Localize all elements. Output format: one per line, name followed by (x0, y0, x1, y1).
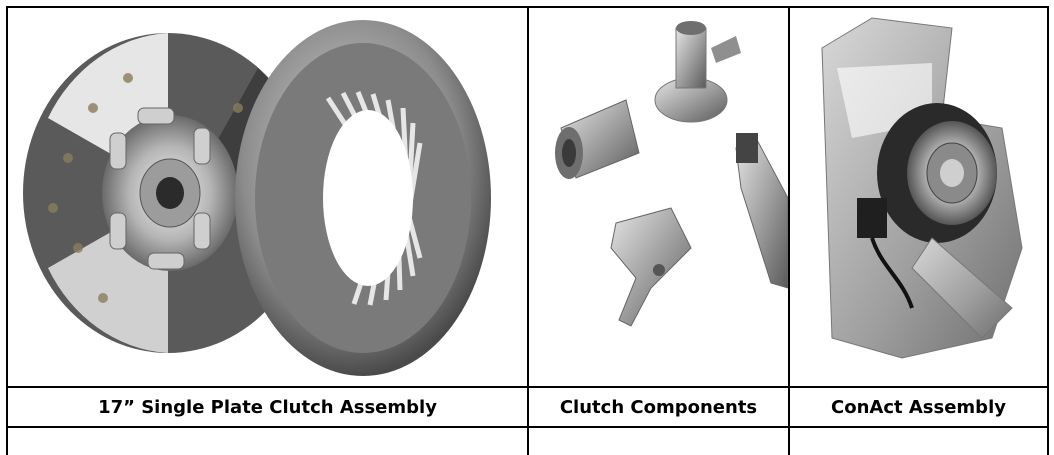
clutch-assembly-image-cell (8, 8, 527, 386)
table-border-left (6, 6, 8, 455)
empty-cell-3 (790, 428, 1047, 455)
table-divider-col1 (527, 6, 529, 455)
clutch-assembly-photo (23, 20, 491, 376)
caption-clutch-components: Clutch Components (559, 396, 758, 418)
caption-single-plate-clutch: 17” Single Plate Clutch Assembly (98, 396, 437, 418)
empty-cell-2 (529, 428, 788, 455)
conact-assembly-photo (821, 17, 1023, 359)
clutch-components-image-cell (531, 8, 788, 386)
clutch-components-photo (555, 21, 788, 327)
caption-conact-assembly: ConAct Assembly (831, 396, 1006, 418)
empty-cell-1 (8, 428, 527, 455)
table-border-right (1047, 6, 1049, 455)
table-divider-col2 (788, 6, 790, 455)
conact-assembly-image-cell (792, 8, 1046, 386)
